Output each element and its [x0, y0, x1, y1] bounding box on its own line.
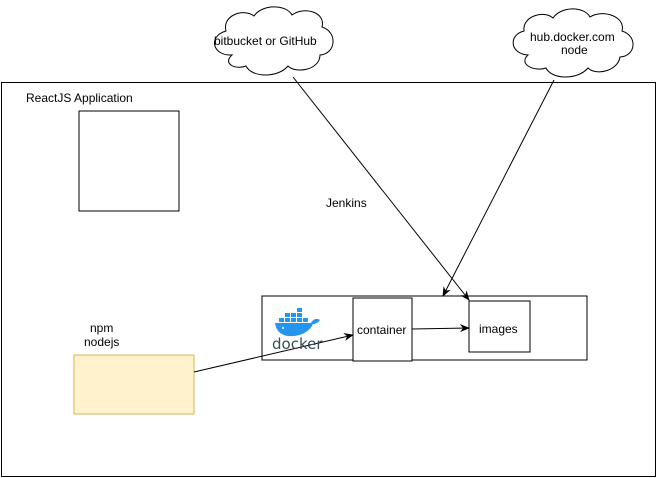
container-label: container [357, 323, 407, 337]
npm-label: npm [90, 321, 114, 335]
registry-cloud [512, 8, 634, 78]
docker-group-box [261, 295, 588, 361]
arrow-registry-to-docker [442, 79, 555, 297]
arrow-container-to-images [411, 324, 470, 333]
source-cloud-label: bitbucket or GitHub [214, 34, 317, 48]
registry-cloud-label-line1: hub.docker.com [530, 30, 615, 44]
nodejs-label: nodejs [84, 335, 120, 349]
registry-cloud-label-line2: node [561, 43, 588, 57]
docker-logo-text: docker [272, 335, 323, 353]
arrow-source-to-images [292, 76, 470, 301]
container-box [352, 297, 413, 362]
source-cloud [214, 6, 334, 76]
jenkins-label: Jenkins [326, 196, 367, 210]
docker-whale-icon [275, 308, 320, 337]
app-title: ReactJS Application [26, 91, 133, 105]
empty-component-box [78, 110, 180, 212]
arrow-npm-to-container [193, 333, 354, 373]
npm-nodejs-box [73, 354, 195, 415]
images-label: images [479, 322, 518, 336]
